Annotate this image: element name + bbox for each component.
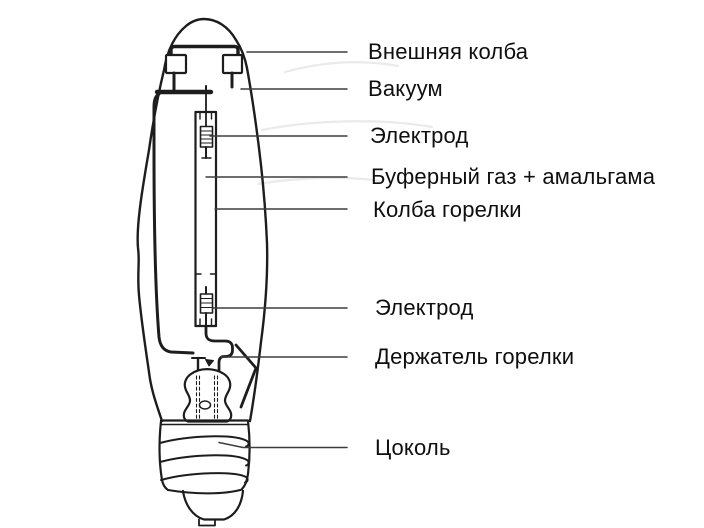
left-support-wire [152, 92, 206, 376]
leader-base [218, 441, 348, 449]
screw-base [158, 419, 251, 527]
label-electrode-top: Электрод [370, 123, 469, 148]
burner-holder-wire [204, 324, 234, 376]
electrode-bottom [199, 286, 214, 327]
glass-stem [182, 368, 233, 423]
arc-tube [194, 110, 218, 328]
electrode-top [199, 93, 214, 159]
stem-lead-wires [195, 375, 219, 421]
diagonal-support-wire [234, 343, 258, 409]
label-buffer-gas: Буферный газ + амальгама [371, 164, 656, 189]
outer-bulb-outline [136, 17, 269, 423]
label-vacuum: Вакуум [368, 76, 443, 101]
base-bottom-contact [181, 489, 245, 527]
label-base: Цоколь [375, 435, 451, 460]
leader-lines [205, 51, 348, 449]
label-electrode-bottom: Электрод [375, 295, 474, 320]
frame-clip-right [221, 53, 244, 75]
label-arc-tube: Колба горелки [373, 197, 522, 222]
label-burner-holder: Держатель горелки [375, 344, 575, 369]
exhaust-tube-opening [198, 400, 212, 410]
watermark-arcs [256, 61, 434, 186]
frame-clip-left [164, 53, 188, 75]
tube-seal-ticks [194, 111, 217, 327]
weld-joint [205, 359, 214, 367]
label-outer-bulb: Внешняя колба [368, 39, 529, 64]
top-support-frame [154, 44, 244, 95]
base-threads [159, 435, 250, 495]
